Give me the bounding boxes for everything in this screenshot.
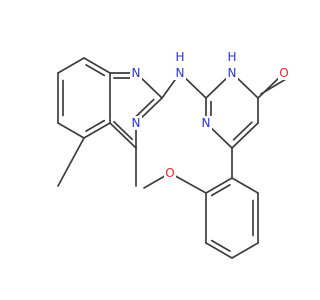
benzo-bond-2	[83, 57, 111, 74]
methoxy-oxygen-label: O	[165, 166, 174, 180]
aryl-bond-4	[231, 242, 259, 259]
quin-c4-c4a-inner	[113, 120, 133, 141]
pyr-c5-c6-inner	[232, 121, 253, 141]
benzo-bond-4-inner	[85, 119, 106, 132]
pyrimidine-nh-h-label: H	[227, 50, 236, 64]
aryl-bond-3-inner	[210, 239, 231, 252]
aryl-bond-3	[205, 242, 233, 259]
pyrimidine-nh-n-label: N	[228, 66, 237, 80]
quin-c4-c4a	[109, 122, 137, 149]
pyrimidine-n1-label: N	[202, 116, 211, 130]
carbonyl-oxygen-label: O	[279, 66, 288, 80]
quin-c2-n3-inner	[134, 98, 155, 118]
benzo-bond-1	[57, 57, 85, 74]
nh-linker-n-label: N	[176, 66, 185, 80]
aryl-bond-1-inner	[210, 184, 231, 197]
quinazoline-n1-label: N	[132, 66, 141, 80]
benzo-bond-4	[83, 122, 111, 139]
bonds-layer	[57, 57, 287, 259]
aryl-bond-1	[205, 177, 233, 194]
benzo-bond-2-inner	[85, 64, 106, 77]
benzo-bond-5	[57, 122, 85, 139]
nh-linker-h-label: H	[175, 50, 184, 64]
carbonyl-bond-inner	[260, 78, 287, 95]
molecule-structure-diagram: N N N H N H N O O	[57, 50, 290, 259]
aryl-bond-6	[231, 177, 259, 194]
pyr-c5-c6	[231, 122, 259, 149]
quinazoline-n3-label: N	[132, 116, 141, 130]
atom-labels-layer: N N N H N H N O O	[130, 50, 290, 180]
c6-methyl-bond	[57, 137, 85, 187]
